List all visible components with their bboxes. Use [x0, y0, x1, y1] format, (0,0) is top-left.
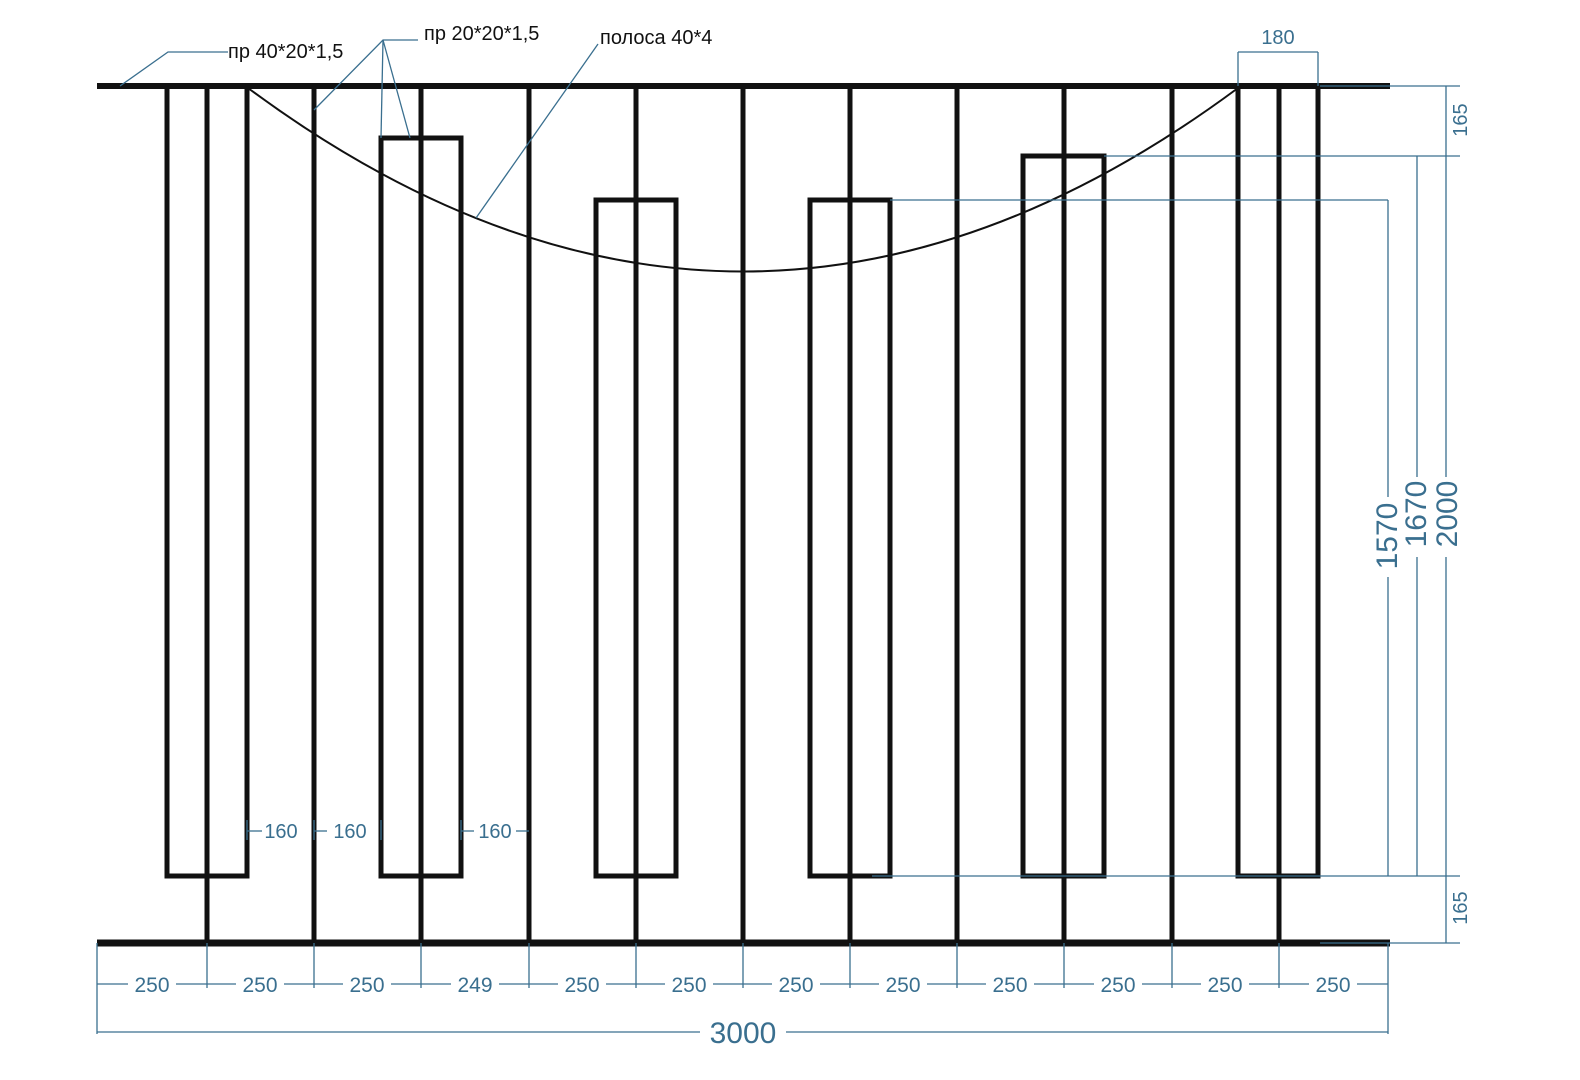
spacing-text: 250: [1100, 974, 1135, 997]
gap-c-text: 160: [478, 821, 511, 843]
spacing-gap: [451, 972, 499, 996]
frame: [164, 83, 250, 879]
total-gap: [700, 1016, 786, 1048]
total-width-text: 3000: [710, 1017, 777, 1050]
spacing-text: 250: [242, 974, 277, 997]
spacing-text: 250: [992, 974, 1027, 997]
dim-165-top-text: 165: [1450, 103, 1472, 136]
spacing-text: 250: [778, 974, 813, 997]
spacing-gap: [343, 972, 391, 996]
spacing-gap: [128, 972, 176, 996]
dim-1670-gap: [1405, 477, 1429, 557]
spacing-text: 250: [1315, 974, 1350, 997]
frame: [378, 135, 464, 879]
leader-40x20: [119, 51, 228, 87]
frame: [593, 197, 679, 879]
dim-165-bottom-text: 165: [1450, 891, 1472, 924]
dim-180-text: 180: [1261, 27, 1294, 49]
leader-20x20-c: [382, 39, 411, 139]
label-profile-20x20: пр 20*20*1,5: [424, 23, 539, 45]
spacing-text: 250: [564, 974, 599, 997]
leader-strip: [475, 43, 599, 219]
gap-a-text: 160: [264, 821, 297, 843]
spacing-gap: [986, 972, 1034, 996]
spacing-gap: [1201, 972, 1249, 996]
spacing-gap: [236, 972, 284, 996]
spacing-text: 250: [134, 974, 169, 997]
spacing-text: 250: [671, 974, 706, 997]
dim-2000-gap: [1434, 477, 1458, 557]
spacing-text: 250: [885, 974, 920, 997]
dim-1570-gap: [1376, 497, 1400, 577]
spacing-gap: [772, 972, 820, 996]
gap-dims: [246, 820, 529, 840]
frames: [164, 83, 1321, 879]
spacing-text: 250: [349, 974, 384, 997]
spacing-labels: 250 250 250 249 250 250 250 250 250 250 …: [128, 972, 1357, 997]
leader-20x20-b: [380, 39, 384, 139]
gap-b-text: 160: [333, 821, 366, 843]
label-profile-40x20: пр 40*20*1,5: [228, 41, 343, 63]
pickets: [204, 86, 1282, 943]
dim-180: [1237, 51, 1319, 86]
spacing-gap: [1309, 972, 1357, 996]
arc-strip: [247, 87, 1239, 273]
spacing-gap: [558, 972, 606, 996]
dim-1670-text: 1670: [1400, 481, 1433, 548]
leaders: [119, 39, 599, 219]
dim-1570-text: 1570: [1371, 503, 1404, 570]
frame: [807, 197, 893, 879]
label-strip-40x4: полоса 40*4: [600, 27, 712, 49]
spacing-gap: [879, 972, 927, 996]
spacing-gap: [1094, 972, 1142, 996]
dim-2000-text: 2000: [1431, 481, 1464, 548]
spacing-text: 250: [1207, 974, 1242, 997]
spacing-gap: [665, 972, 713, 996]
spacing-text: 249: [457, 974, 492, 997]
